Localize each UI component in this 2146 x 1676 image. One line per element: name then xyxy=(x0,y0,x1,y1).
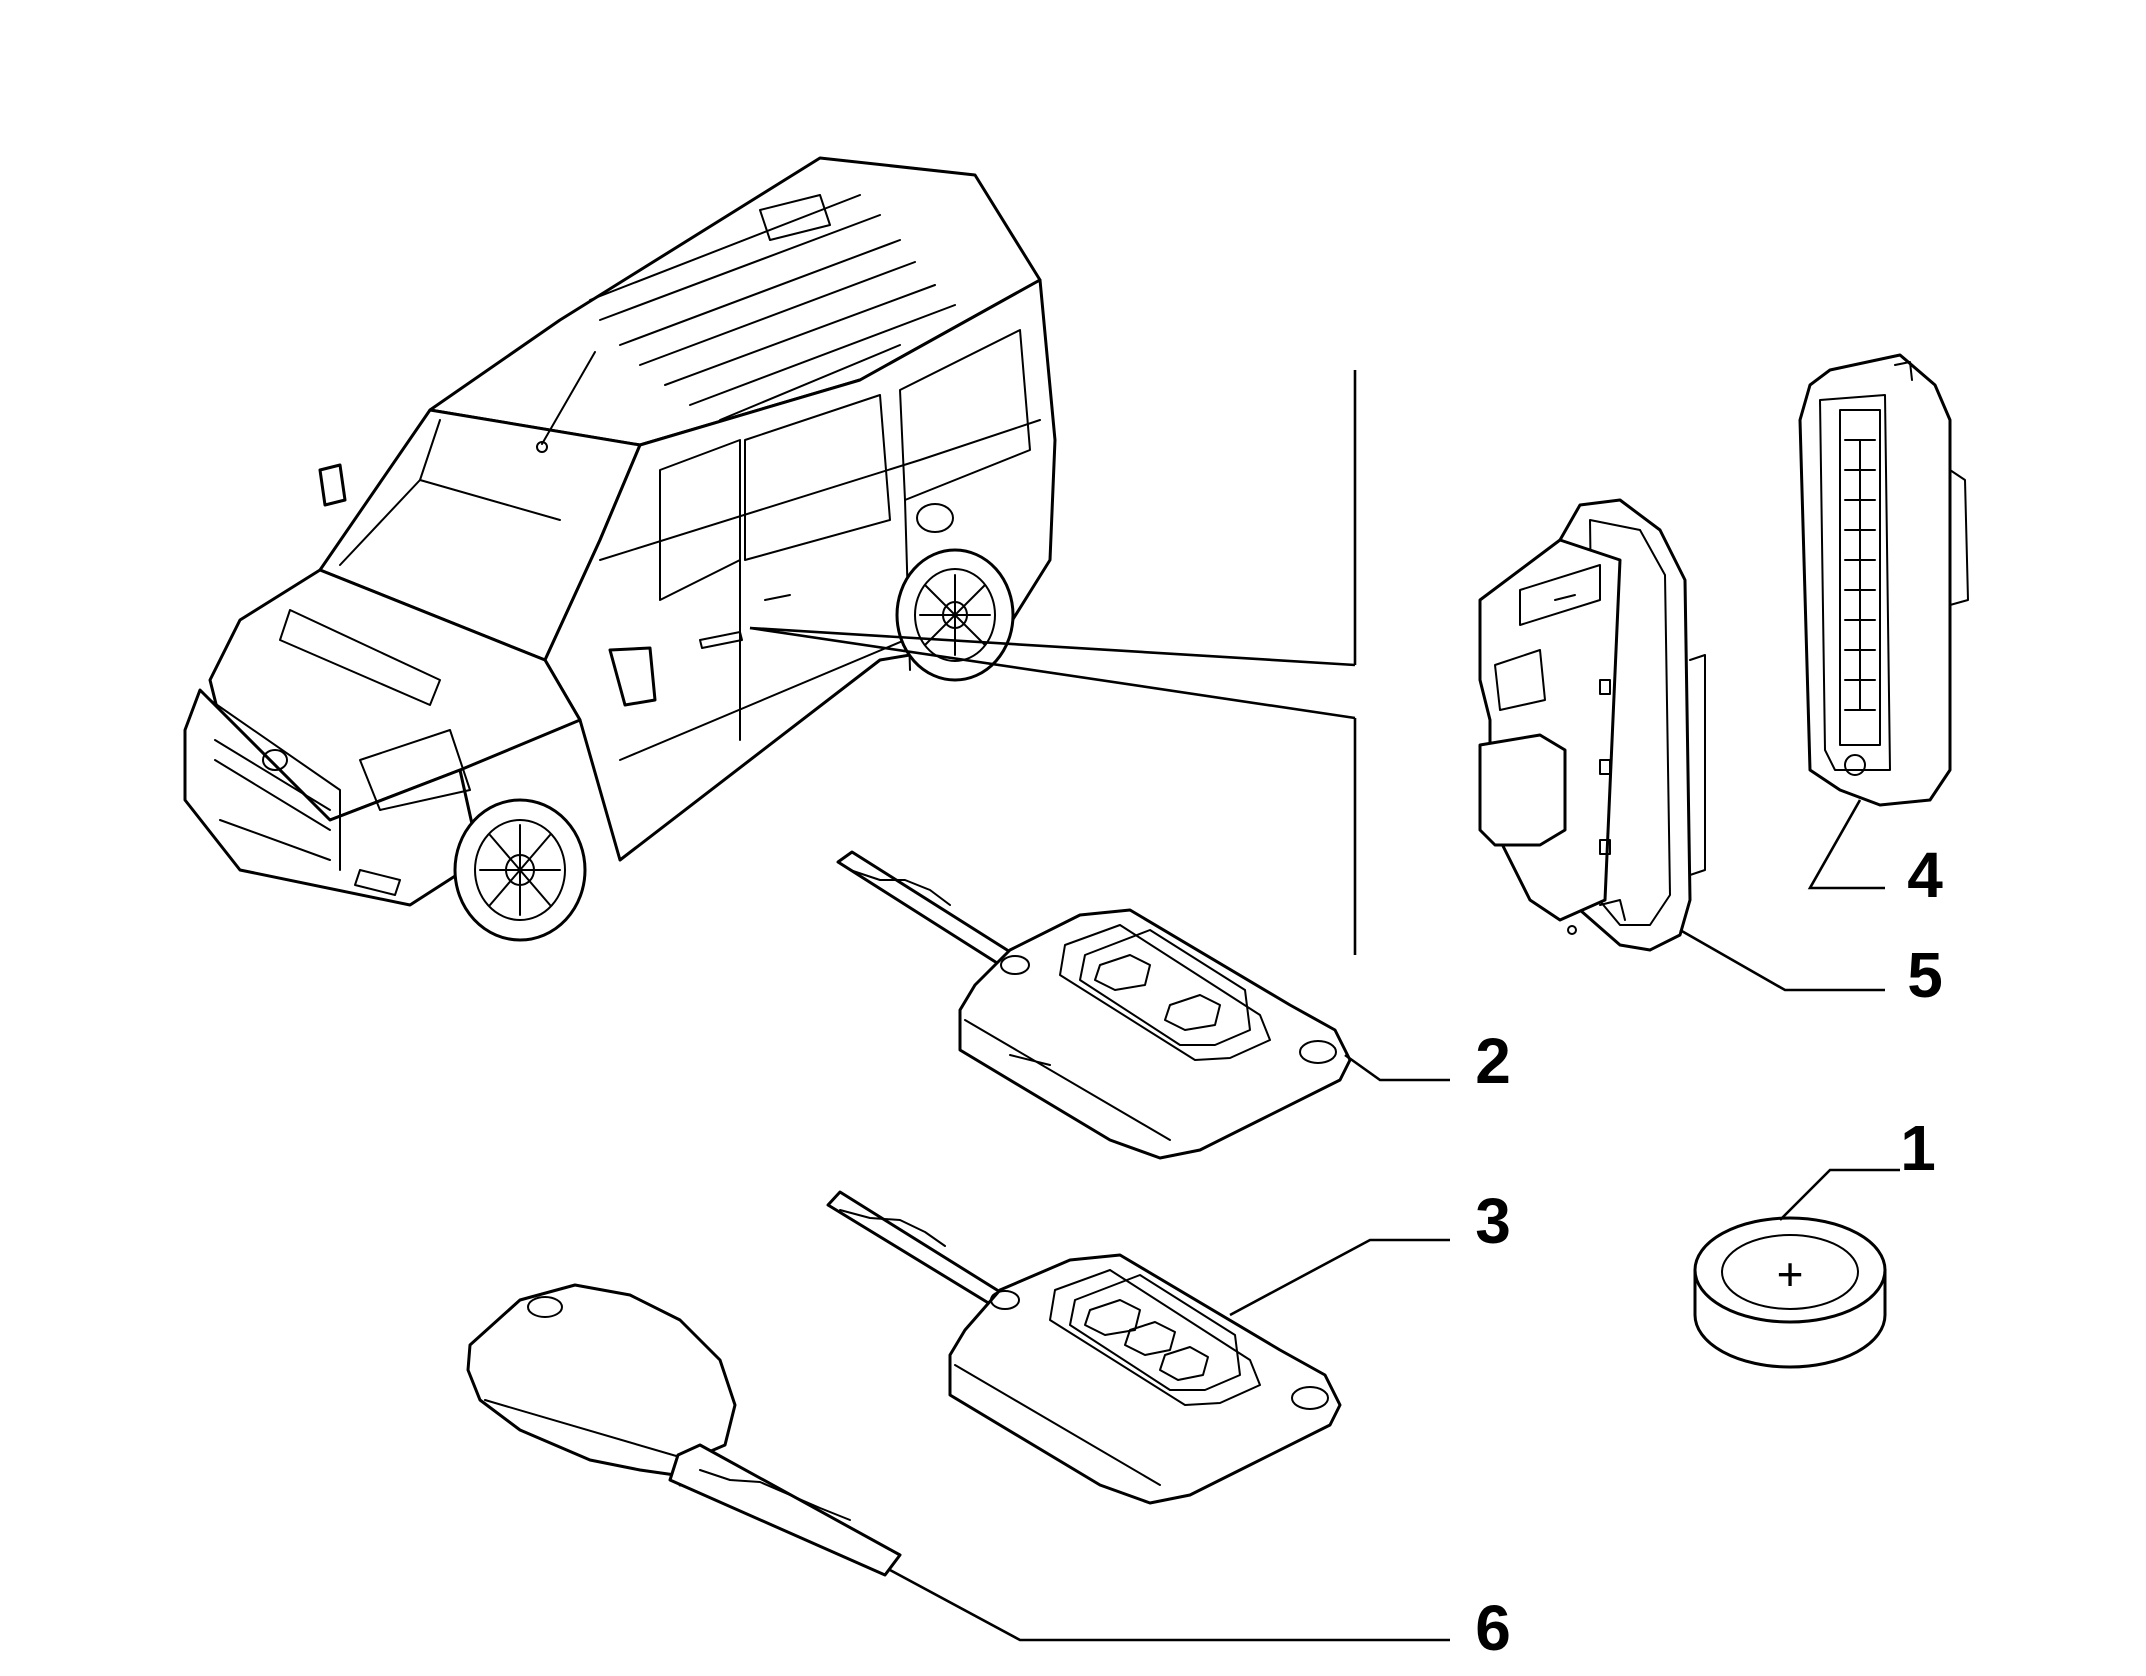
remote-key-icon-3 xyxy=(826,1190,1342,1505)
part-label-5: 5 xyxy=(1907,939,1943,1011)
part-label-3: 3 xyxy=(1475,1185,1511,1257)
receiver-housing-icon xyxy=(1478,498,1706,952)
key-icon xyxy=(466,1283,902,1577)
part-label-6: 6 xyxy=(1475,1592,1511,1664)
part-label-1: 1 xyxy=(1900,1112,1936,1184)
receiver-module-icon xyxy=(1798,353,1969,807)
part-label-2: 2 xyxy=(1475,1025,1511,1097)
van-icon xyxy=(183,156,1057,942)
leader-lines xyxy=(749,370,1357,955)
remote-key-icon xyxy=(836,850,1352,1160)
part-label-4: 4 xyxy=(1907,839,1943,911)
battery-plus-symbol: + xyxy=(1777,1248,1804,1300)
coin-battery-icon: + xyxy=(1693,1216,1887,1369)
